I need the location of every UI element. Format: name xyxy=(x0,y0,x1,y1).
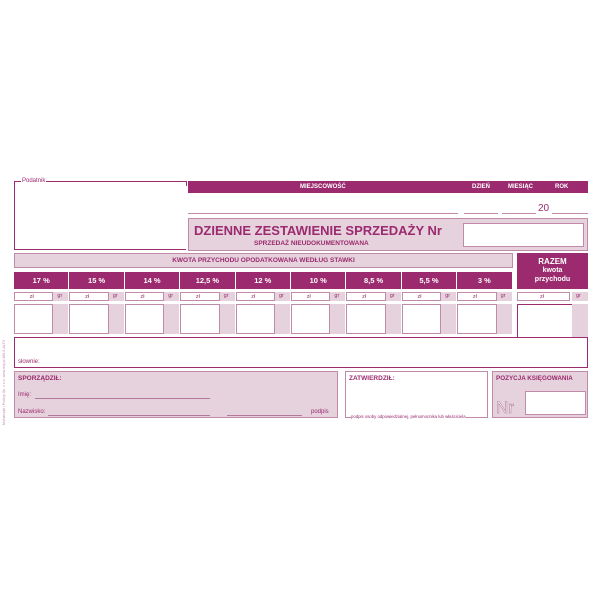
title-box: DZIENNE ZESTAWIENIE SPRZEDAŻY Nr SPRZEDA… xyxy=(188,218,588,251)
gr-field[interactable] xyxy=(385,304,401,334)
rate-header: 15 % xyxy=(69,272,124,289)
gr-field[interactable] xyxy=(108,304,124,334)
year-prefix: 20 xyxy=(538,203,550,214)
imie-label: Imię: xyxy=(18,392,32,398)
zl-field[interactable] xyxy=(346,304,386,334)
gr-label: gr xyxy=(385,292,401,301)
gr-field[interactable] xyxy=(219,304,235,334)
rate-header: 12,5 % xyxy=(180,272,235,289)
pozycja-field[interactable] xyxy=(525,391,586,415)
number-field[interactable] xyxy=(463,223,584,247)
podatnik-box[interactable]: Podatnik xyxy=(14,178,187,250)
gr-label: gr xyxy=(275,292,290,301)
form-title: DZIENNE ZESTAWIENIE SPRZEDAŻY Nr xyxy=(194,223,442,238)
zl-label: zł xyxy=(180,292,220,301)
gr-label: gr xyxy=(496,292,512,301)
razem-header: RAZEM kwota przychodu xyxy=(517,253,588,289)
slownie-field[interactable]: słownie: xyxy=(14,337,588,368)
rate-header: 12 % xyxy=(235,272,290,289)
zl-label: zł xyxy=(235,292,275,301)
gr-field[interactable] xyxy=(53,304,69,334)
dzien-label: DZIEŃ xyxy=(472,184,490,190)
gr-field[interactable] xyxy=(164,304,180,334)
rate-header: 17 % xyxy=(14,272,69,289)
miejscowosc-label: MIEJSCOWOŚĆ xyxy=(300,184,346,190)
rate-header: 3 % xyxy=(457,272,512,289)
zl-label: zł xyxy=(291,292,331,301)
zl-label: zł xyxy=(346,292,386,301)
miesiac-field[interactable] xyxy=(502,213,536,214)
rate-header: 5,5 % xyxy=(401,272,457,289)
rate-header: 8,5 % xyxy=(346,272,401,289)
zatwierdzil-caption: podpis osoby odpowiedzialnej, pełnomocni… xyxy=(351,414,466,419)
razem-zl-field[interactable] xyxy=(517,304,572,338)
zl-field[interactable] xyxy=(401,304,442,334)
razem-sub: kwota przychodu xyxy=(534,267,571,283)
zl-field[interactable] xyxy=(124,304,165,334)
rate-header: 14 % xyxy=(124,272,180,289)
header-bar: MIEJSCOWOŚĆ DZIEŃ MIESIĄC ROK xyxy=(188,181,588,193)
zl-label: zł xyxy=(69,292,109,301)
rate-header: 10 % xyxy=(291,272,346,289)
zl-field[interactable] xyxy=(69,304,109,334)
side-imprint: Michalczyk i Prokop Sp. z o.o. www.mip.p… xyxy=(2,340,6,425)
imie-field[interactable] xyxy=(35,398,210,399)
gr-label: gr xyxy=(108,292,124,301)
zl-field[interactable] xyxy=(291,304,331,334)
dzien-field[interactable] xyxy=(464,213,498,214)
pozycja-title: POZYCJA KSIĘGOWANIA xyxy=(496,375,573,382)
razem-gr-field[interactable] xyxy=(572,304,588,338)
kwota-header: KWOTA PRZYCHODU OPODATKOWANA WEDŁUG STAW… xyxy=(14,253,513,268)
nazwisko-field[interactable] xyxy=(48,415,210,416)
nr-label: Nr xyxy=(496,398,515,418)
zl-field[interactable] xyxy=(235,304,275,334)
gr-label: gr xyxy=(441,292,457,301)
zl-field[interactable] xyxy=(457,304,497,334)
sporzadzil-box: SPORZĄDZIŁ: Imię: Nazwisko: podpis xyxy=(14,371,338,418)
miesiac-label: MIESIĄC xyxy=(508,184,534,190)
gr-label: gr xyxy=(219,292,235,301)
miejscowosc-field[interactable] xyxy=(188,213,458,214)
zl-label: zł xyxy=(124,292,165,301)
gr-field[interactable] xyxy=(441,304,457,334)
gr-label: gr xyxy=(330,292,346,301)
razem-gr-label: gr xyxy=(572,292,588,301)
gr-label: gr xyxy=(53,292,69,301)
nazwisko-label: Nazwisko: xyxy=(18,409,46,415)
zatwierdzil-title: ZATWIERDZIŁ: xyxy=(349,375,395,382)
rok-label: ROK xyxy=(555,184,569,190)
zatwierdzil-box[interactable]: ZATWIERDZIŁ: podpis osoby odpowiedzialne… xyxy=(345,371,488,419)
podatnik-label: Podatnik xyxy=(21,178,47,184)
razem-zl-label: zł xyxy=(517,292,570,301)
slownie-label: słownie: xyxy=(18,359,40,365)
pozycja-box: POZYCJA KSIĘGOWANIA Nr xyxy=(492,371,588,418)
zl-label: zł xyxy=(457,292,497,301)
gr-field[interactable] xyxy=(275,304,290,334)
form-subtitle: SPRZEDAŻ NIEUDOKUMENTOWANA xyxy=(254,240,369,247)
gr-label: gr xyxy=(164,292,180,301)
zl-label: zł xyxy=(401,292,442,301)
podpis-field[interactable] xyxy=(227,415,302,416)
zl-field[interactable] xyxy=(180,304,220,334)
razem-title: RAZEM xyxy=(538,257,567,266)
sporzadzil-title: SPORZĄDZIŁ: xyxy=(18,375,62,382)
gr-field[interactable] xyxy=(330,304,346,334)
podpis-label: podpis xyxy=(311,409,329,415)
zl-field[interactable] xyxy=(14,304,54,334)
zl-label: zł xyxy=(14,292,54,301)
gr-field[interactable] xyxy=(496,304,512,334)
rok-field[interactable] xyxy=(552,213,588,214)
